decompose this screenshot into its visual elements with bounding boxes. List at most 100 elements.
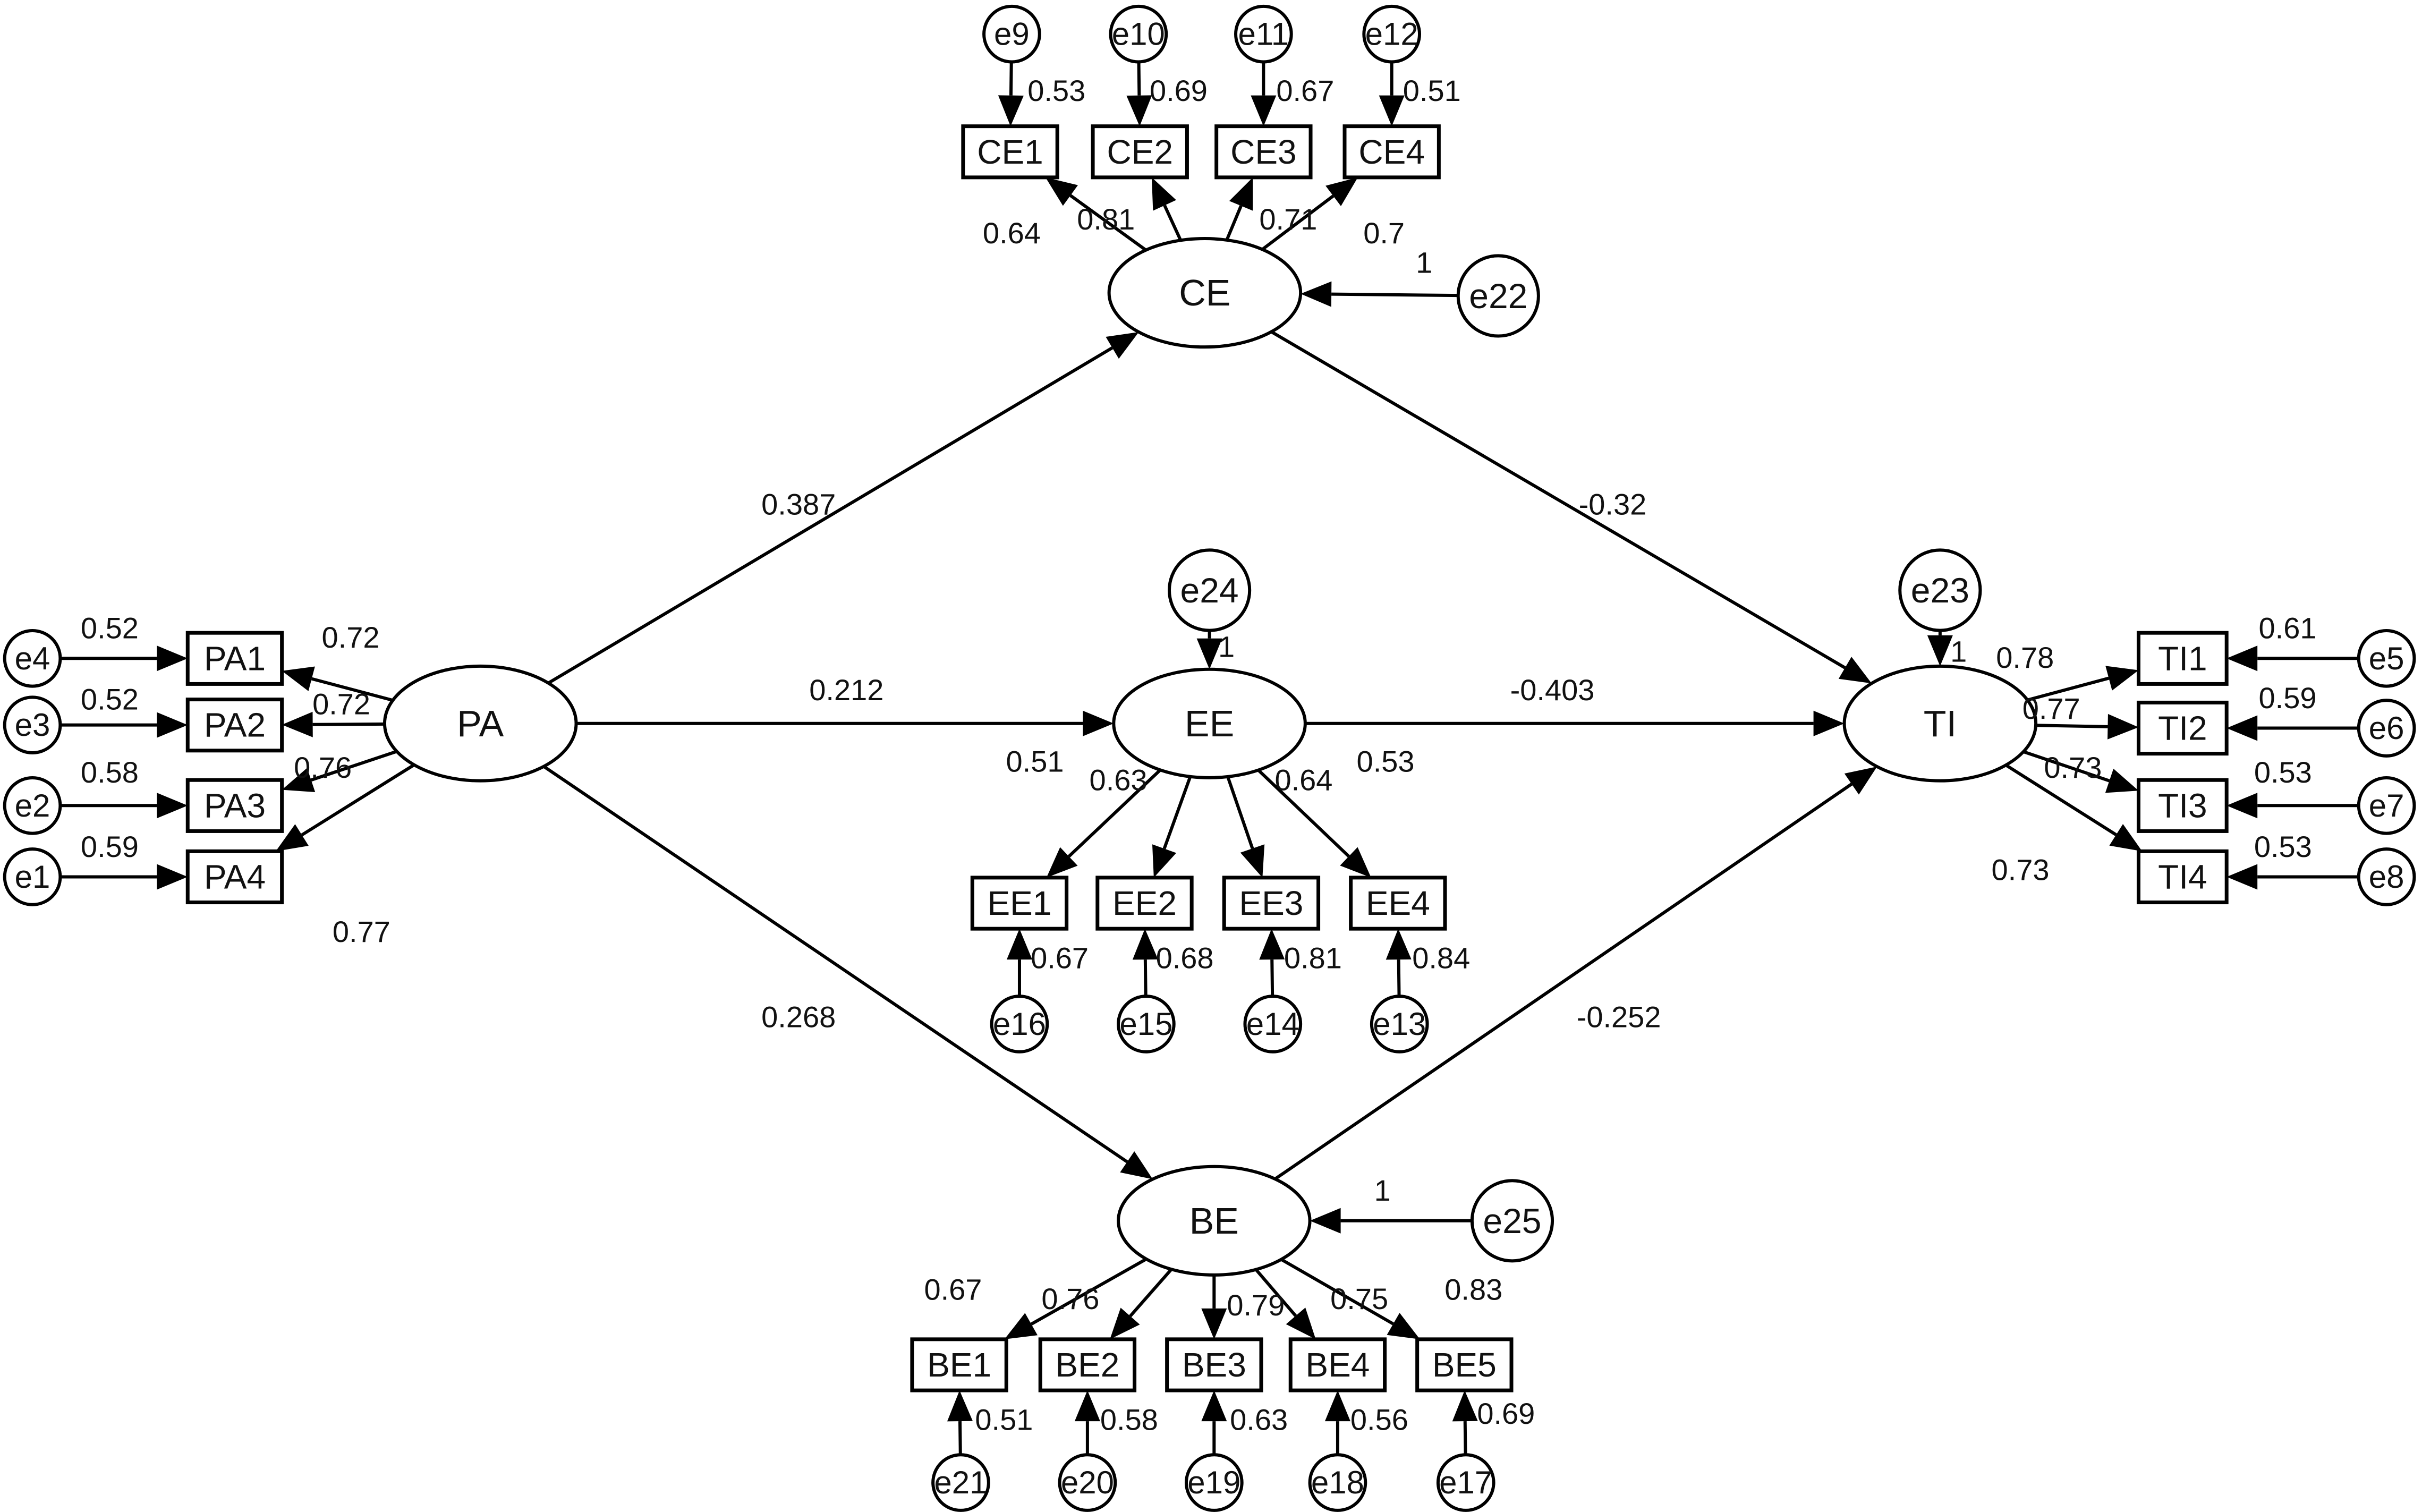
structural-path-pa-be-arrowhead [1120,1151,1153,1179]
loading-path-be4 [1254,1268,1316,1339]
indicator-pa1-box [185,631,284,686]
loading-path-pa4 [275,763,415,852]
error-e7-label: e7 [2369,788,2404,823]
path-coefficient-pa-be: 0.268 [761,1000,836,1034]
error-e16-circle [990,995,1049,1054]
loading-path-ti1-line [2027,676,2110,702]
structural-path-pa-ce-arrowhead [1106,332,1139,359]
path-coefficient-pa-ce: 0.387 [761,487,836,521]
error-value-e5: 0.61 [2259,611,2317,645]
error-e11-label: e11 [1238,16,1289,52]
structural-path-ee-ti-arrowhead [1813,710,1845,736]
structural-path-pa-ee [576,710,1114,736]
error-e12-circle [1362,4,1422,64]
error-e8-circle [2357,847,2416,906]
loading-path-be3-arrowhead [1201,1308,1227,1339]
indicator-ti2-label: TI2 [2158,709,2207,747]
error-e8-label: e8 [2369,859,2404,895]
indicator-ti4-box [2136,849,2229,905]
error-path-e9 [998,62,1024,126]
error-e5-circle [2357,628,2416,688]
error-value-e6: 0.59 [2259,681,2317,715]
error-e10-label: e10 [1112,16,1165,52]
error-path-e4 [60,645,188,672]
loading-path-ti2-arrowhead [2107,713,2139,740]
loading-path-ce2-line [1163,205,1183,241]
loading-path-ee1 [1046,769,1162,878]
latent-ti-label: TI [1924,703,1957,744]
error-path-e17-line [1463,1421,1467,1455]
error-path-e15-line [1143,959,1148,997]
indicator-be1-label: BE1 [927,1346,991,1384]
loading-path-ti4-line [2005,763,2117,836]
error-e25-circle [1470,1179,1554,1263]
error-path-e22-arrowhead [1301,281,1332,307]
error-e4-circle [3,628,62,688]
error-path-e3-arrowhead [157,712,188,738]
loading-path-ee3-line [1226,776,1254,850]
indicator-ce2-box [1091,124,1189,180]
error-e1-circle [3,847,62,906]
error-e23-label: e23 [1911,571,1969,610]
error-e20-circle [1058,1453,1117,1512]
error-e1-label: e1 [15,859,50,895]
error-path-e9-line [1009,62,1013,96]
error-path-e2-arrowhead [157,793,188,819]
loading-path-ti3-arrowhead [2105,768,2139,793]
error-e11-circle [1234,4,1293,64]
loading-path-be2-line [1129,1268,1173,1318]
error-e20-label: e20 [1061,1465,1114,1500]
error-path-e10-line [1137,62,1141,96]
error-e17-circle [1436,1453,1495,1512]
loading-value-ce4: 0.7 [1363,216,1405,250]
latent-be-ellipse [1117,1165,1312,1277]
loading-value-ti1: 0.78 [1996,641,2054,674]
error-e12-label: e12 [1365,16,1418,52]
indicator-be4-label: BE4 [1305,1346,1370,1384]
indicator-ee1-label: EE1 [987,884,1051,922]
error-value-e2: 0.58 [81,755,139,789]
error-path-e13 [1386,929,1412,997]
loading-path-be3 [1201,1275,1227,1339]
structural-path-pa-be [542,765,1153,1179]
path-coefficient-be-ti: -0.252 [1577,1000,1661,1034]
indicator-ee3-label: EE3 [1239,884,1303,922]
indicator-ce3-box [1214,124,1313,180]
latent-ce-label: CE [1179,272,1230,313]
loading-value-ce2: 0.81 [1077,202,1135,236]
error-path-e14-arrowhead [1259,929,1285,960]
error-path-e1 [60,864,188,890]
latent-pa-label: PA [457,703,504,744]
loading-path-ce1-line [1069,194,1147,252]
loading-path-ce3-line [1225,205,1243,241]
error-path-e16 [1006,929,1032,997]
error-path-e19-arrowhead [1201,1390,1227,1422]
error-path-e6-arrowhead [2226,715,2258,741]
structural-path-pa-ee-arrowhead [1083,710,1114,736]
error-e2-circle [3,776,62,835]
indicator-ee2-box [1095,876,1194,931]
structural-path-ce-ti-arrowhead [1838,657,1872,684]
loading-path-pa2-arrowhead [282,711,313,737]
loading-path-ee3-arrowhead [1240,844,1265,878]
error-e21-circle [931,1453,990,1512]
error-e22-circle [1456,254,1540,338]
loading-value-be3: 0.79 [1227,1288,1285,1322]
indicator-ti1-box [2136,631,2229,686]
error-path-e13-arrowhead [1386,929,1412,960]
loading-path-ee3 [1226,776,1265,878]
indicator-be1-box [910,1337,1008,1392]
error-e15-label: e15 [1119,1006,1172,1042]
error-path-e12-arrowhead [1379,95,1405,126]
error-path-e16-arrowhead [1006,929,1032,960]
loading-value-be5: 0.83 [1444,1273,1502,1306]
error-path-e17-arrowhead [1452,1390,1478,1422]
loading-path-ee2-arrowhead [1152,844,1177,878]
structural-path-pa-ce-line [547,346,1114,685]
error-value-e23: 1 [1950,634,1967,668]
error-e9-circle [982,4,1041,64]
error-value-e3: 0.52 [81,683,139,716]
indicator-ce2-label: CE2 [1107,133,1174,171]
loading-value-ce3: 0.71 [1259,202,1317,236]
